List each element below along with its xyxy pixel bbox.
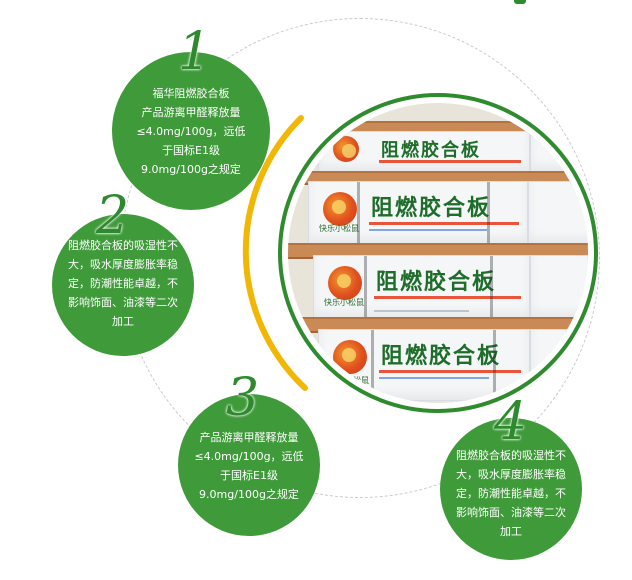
squirrel-logo-icon: [328, 266, 362, 300]
package-title: 阻燃胶合板: [381, 140, 481, 161]
feature-bubble-1: 福华阻燃胶合板 产品游离甲醛释放量 ≤4.0mg/100g，远低 于国标E1级 …: [112, 52, 270, 210]
package-bottom: 阻燃胶合板 快乐小松鼠: [318, 329, 530, 401]
package-side: [530, 329, 588, 401]
package-stripe: [379, 377, 489, 379]
package-stripe: [369, 229, 487, 231]
package-side: [530, 131, 588, 173]
package-strap: [357, 182, 360, 244]
feature-number-4: 4: [494, 392, 528, 452]
package-strap: [490, 256, 493, 318]
package-lower: 阻燃胶合板 快乐小松鼠: [313, 255, 530, 319]
feature-text-3: 产品游离甲醛释放量 ≤4.0mg/100g，远低 于国标E1级 9.0mg/10…: [194, 431, 304, 501]
feature-bubble-2: 阻燃胶合板的吸湿性不 大，吸水厚度膨胀率稳 定，防潮性能卓越，不 影响饰面、油漆…: [52, 214, 194, 356]
squirrel-logo-icon: [323, 192, 357, 226]
corner-accent: [514, 0, 526, 4]
feature-number-1: 1: [178, 22, 212, 82]
squirrel-logo-icon: [333, 340, 367, 374]
feature-bubble-3: 产品游离甲醛释放量 ≤4.0mg/100g，远低 于国标E1级 9.0mg/10…: [178, 394, 320, 536]
brand-mark: 快乐小松鼠: [319, 224, 359, 233]
feature-bubble-4: 阻燃胶合板的吸湿性不 大，吸水厚度膨胀率稳 定，防潮性能卓越，不 影响饰面、油漆…: [440, 418, 582, 560]
package-title: 阻燃胶合板: [371, 196, 492, 221]
feature-text-1: 福华阻燃胶合板 产品游离甲醛释放量 ≤4.0mg/100g，远低 于国标E1级 …: [136, 87, 246, 176]
package-strap: [493, 330, 496, 400]
package-side: [528, 181, 588, 245]
package-stripe: [374, 296, 521, 299]
product-photo: 阻燃胶合板 阻燃胶合板 快乐小松鼠 阻燃胶合板 快乐小松鼠 阻燃胶合板 快乐小松…: [288, 103, 588, 403]
package-middle: 阻燃胶合板 快乐小松鼠: [308, 181, 528, 245]
package-strap: [364, 256, 367, 318]
package-stripe: [379, 160, 521, 163]
package-title: 阻燃胶合板: [376, 270, 497, 295]
feature-number-3: 3: [226, 368, 260, 428]
feature-text-4: 阻燃胶合板的吸湿性不 大，吸水厚度膨胀率稳 定，防潮性能卓越，不 影响饰面、油漆…: [456, 449, 566, 538]
feature-number-2: 2: [96, 186, 130, 246]
package-side: [530, 255, 588, 319]
package-stripe: [374, 310, 469, 312]
brand-mark: 快乐小松鼠: [329, 376, 369, 385]
squirrel-logo-icon: [333, 136, 359, 162]
package-top: 阻燃胶合板: [318, 131, 530, 173]
feature-text-2: 阻燃胶合板的吸湿性不 大，吸水厚度膨胀率稳 定，防潮性能卓越，不 影响饰面、油漆…: [68, 239, 178, 328]
package-strap: [487, 182, 490, 244]
package-strap: [371, 330, 374, 400]
package-stripe: [379, 370, 521, 373]
package-stripe: [369, 222, 519, 225]
brand-mark: 快乐小松鼠: [324, 298, 364, 307]
package-title: 阻燃胶合板: [381, 344, 502, 369]
